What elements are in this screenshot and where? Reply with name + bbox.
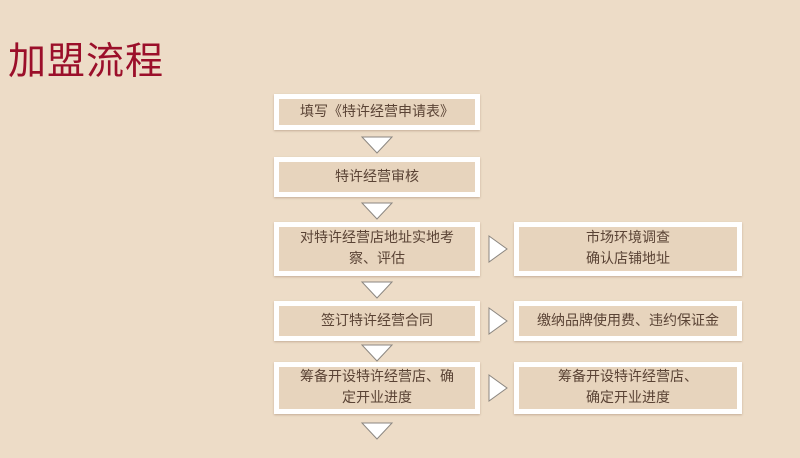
side-step-prepare-opening: 筹备开设特许经营店、 确定开业进度 [514,362,742,414]
step-application: 填写《特许经营申请表》 [274,94,480,130]
step-review: 特许经营审核 [274,157,480,197]
side-step-market-survey: 市场环境调查 确认店铺地址 [514,222,742,276]
step-sign-contract: 签订特许经营合同 [274,301,480,341]
down-arrow-icon [360,202,394,220]
down-arrow-icon [360,136,394,154]
down-arrow-icon [360,344,394,362]
page-title: 加盟流程 [8,39,165,83]
step-prepare-opening: 筹备开设特许经营店、确 定开业进度 [274,362,480,414]
down-arrow-icon [360,281,394,299]
side-step-fees: 缴纳品牌使用费、违约保证金 [514,301,742,341]
down-arrow-icon [360,422,394,440]
right-arrow-icon [488,307,508,335]
step-site-inspection: 对特许经营店地址实地考 察、评估 [274,222,480,276]
right-arrow-icon [488,374,508,402]
right-arrow-icon [488,235,508,263]
